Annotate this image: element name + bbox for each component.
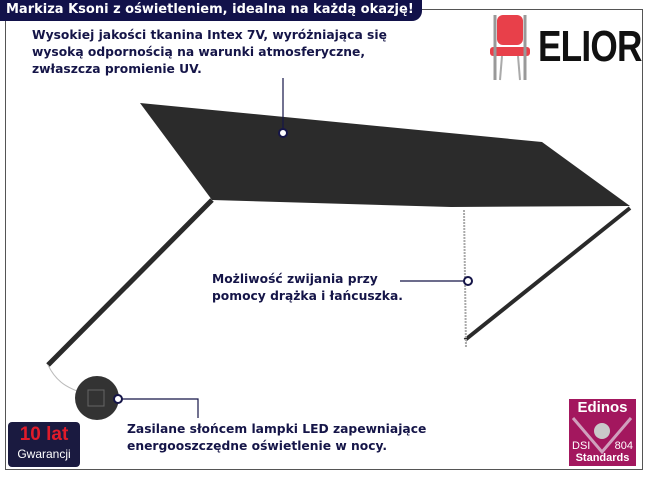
edinos-badge: Edinos DSI 804 Standards — [569, 399, 636, 466]
page-title: Markiza Ksoni z oświetleniem, idealna na… — [0, 0, 422, 21]
callout-line: Możliwość zwijania przy — [212, 272, 378, 286]
edinos-standards: Standards — [575, 452, 630, 464]
callout-line: pomocy drążka i łańcuszka. — [212, 289, 403, 303]
awning-fabric — [140, 103, 630, 207]
callout-dot-fabric — [278, 128, 288, 138]
edinos-number: 804 — [614, 440, 633, 452]
callout-fabric: Wysokiej jakości tkanina Intex 7V, wyróż… — [32, 27, 387, 78]
right-arm — [463, 206, 632, 342]
callout-solar: Zasilane słońcem lampki LED zapewniające… — [127, 421, 426, 455]
callout-line: Wysokiej jakości tkanina Intex 7V, wyróż… — [32, 28, 387, 42]
warranty-label: Gwarancji — [17, 447, 71, 461]
edinos-dsi: DSI — [572, 440, 591, 452]
warranty-years: 10 lat — [19, 424, 69, 445]
callout-line: wysoką odpornością na warunki atmosferyc… — [32, 45, 366, 59]
callout-dot-rolling — [463, 276, 473, 286]
callout-line: Zasilane słońcem lampki LED zapewniające — [127, 422, 427, 436]
callout-dot-solar — [113, 394, 123, 404]
chair-icon — [490, 15, 530, 81]
callout-line: zwłaszcza promienie UV. — [32, 62, 202, 76]
solar-panel — [75, 376, 119, 420]
edinos-title: Edinos — [577, 399, 628, 416]
left-arm — [46, 198, 214, 367]
brand-logo: ELIOR — [538, 22, 642, 71]
callout-rolling: Możliwość zwijania przy pomocy drążka i … — [212, 271, 403, 305]
callout-line: energooszczędne oświetlenie w nocy. — [127, 439, 388, 453]
solar-cell — [87, 389, 105, 407]
warranty-badge: 10 lat Gwarancji — [8, 422, 80, 467]
